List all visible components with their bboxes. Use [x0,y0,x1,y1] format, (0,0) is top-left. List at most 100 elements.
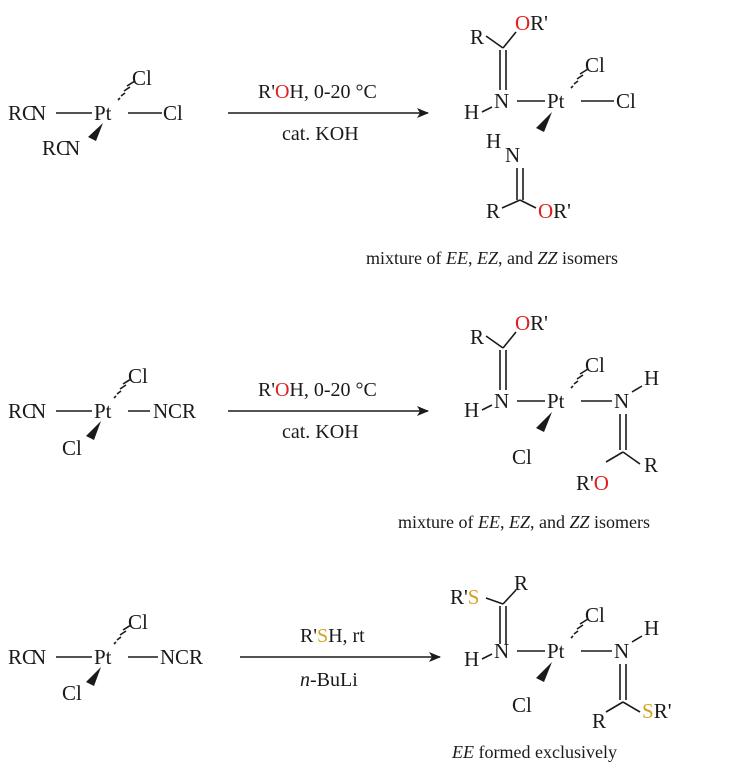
caption-2: mixture of EE, EZ, and ZZ isomers [398,512,650,532]
n-label: N [494,89,509,113]
bond [631,385,643,393]
cr-label: CR [168,399,196,423]
wedge-bond [536,412,552,432]
cl-label: Cl [62,436,82,460]
or-label: OR' [515,311,548,335]
cl-label: Cl [512,693,532,717]
bond [481,106,493,113]
cl-label: Cl [616,89,636,113]
cl-label: Cl [132,66,152,90]
bond [605,701,624,713]
reactant-3: RC N Pt N CR Cl Cl [8,610,203,705]
pt-label: Pt [94,101,112,125]
bond [485,335,504,349]
n-label: N [160,645,175,669]
reaction-1: RC N Pt Cl Cl RC N R'OH, 0-20 °C cat. KO… [8,11,636,268]
wedge-bond [536,112,552,132]
or-label: OR' [538,199,571,223]
bond [605,451,624,463]
r-label: R [486,199,500,223]
h-label: H [644,616,659,640]
bond [501,199,521,209]
product-1: R OR' H N Pt Cl Cl H N [464,11,636,223]
conditions-bottom: cat. KOH [282,421,359,443]
hashed-wedge-bond [570,68,589,89]
r-label: R [644,453,658,477]
pt-label: Pt [94,645,112,669]
n-label: N [505,143,520,167]
conditions-bottom: cat. KOH [282,123,359,145]
rc-label: RC [8,399,36,423]
h-label: H [464,398,479,422]
conditions-top: R'SH, rt [300,625,365,647]
r-label: R [470,25,484,49]
h-label: H [464,100,479,124]
conditions-top: R'OH, 0-20 °C [258,81,377,103]
bond [519,199,537,209]
pt-label: Pt [547,639,565,663]
bond [502,589,517,605]
bond [481,404,493,411]
rc-label: RC [42,136,70,160]
r-label: R [514,571,528,595]
wedge-bond [88,123,103,141]
bond [622,451,641,465]
h-label: H [486,129,501,153]
cl-label: Cl [62,681,82,705]
hashed-wedge-bond [570,368,589,389]
hashed-wedge-bond [570,618,589,639]
cr-label: CR [175,645,203,669]
n-label: N [31,645,46,669]
bond [485,597,504,605]
bond [502,331,517,349]
n-label: N [31,399,46,423]
h-label: H [644,366,659,390]
bond [622,701,641,713]
cl-label: Cl [512,445,532,469]
caption-3: EE formed exclusively [451,742,617,762]
hashed-wedge-bond [113,378,132,399]
caption-1: mixture of EE, EZ, and ZZ isomers [366,248,618,268]
r-label: R [470,325,484,349]
cl-label: Cl [128,610,148,634]
cl-label: Cl [585,53,605,77]
reaction-3: RC N Pt N CR Cl Cl R'SH, rt n-BuLi R'S R [8,571,671,762]
ro-label: R'O [576,471,609,495]
cl-label: Cl [163,101,183,125]
rc-label: RC [8,645,36,669]
or-label: OR' [515,11,548,35]
bond [481,653,493,660]
wedge-bond [86,421,101,440]
pt-label: Pt [94,399,112,423]
product-2: R OR' H N Pt N H Cl Cl [464,311,659,495]
rs-label: R'S [450,585,479,609]
hashed-wedge-bond [117,80,136,101]
cl-label: Cl [585,603,605,627]
h-label: H [464,647,479,671]
pt-label: Pt [547,89,565,113]
hashed-wedge-bond [113,624,132,645]
reactant-1: RC N Pt Cl Cl RC N [8,66,183,160]
reactant-2: RC N Pt N CR Cl Cl [8,364,196,460]
n-label: N [494,389,509,413]
n-label: N [614,389,629,413]
bond [631,635,643,643]
n-label: N [65,136,80,160]
n-label: N [31,101,46,125]
conditions-bottom: n-BuLi [300,669,358,691]
bond [485,35,504,49]
n-label: N [494,639,509,663]
wedge-bond [86,667,101,686]
bond [502,31,517,49]
n-label: N [153,399,168,423]
sr-label: SR' [642,699,671,723]
cl-label: Cl [128,364,148,388]
product-3: R'S R H N Pt N H Cl Cl [450,571,671,733]
pt-label: Pt [547,389,565,413]
r-label: R [592,709,606,733]
cl-label: Cl [585,353,605,377]
rc-label: RC [8,101,36,125]
reaction-2: RC N Pt N CR Cl Cl R'OH, 0-20 °C cat. KO… [8,311,659,532]
n-label: N [614,639,629,663]
